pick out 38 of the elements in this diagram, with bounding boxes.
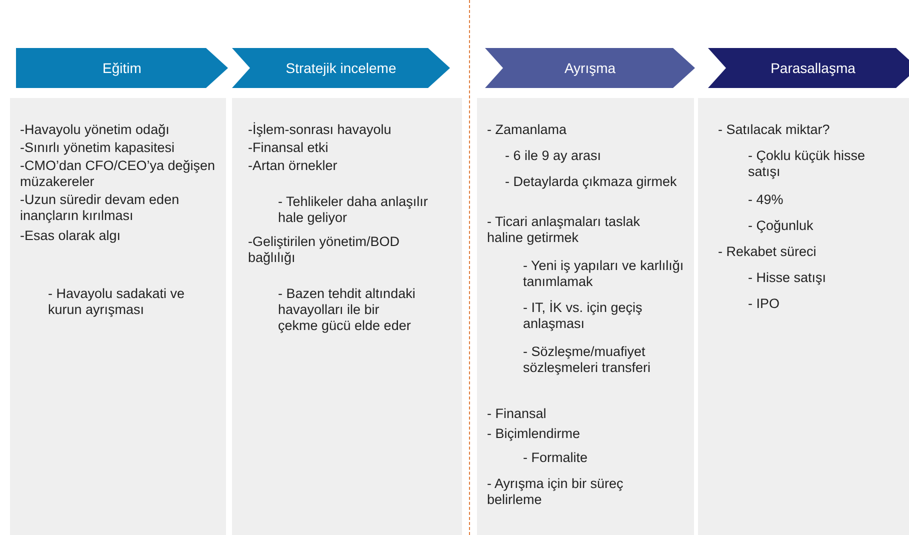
chevron-step — [485, 48, 695, 88]
bullet-text: -Finansal etki — [248, 140, 330, 156]
bullet-text: - Biçimlendirme — [487, 426, 582, 442]
bullet-text: -Geliştirilen yönetim/BOD bağlılığı — [248, 234, 401, 266]
bullet-text: - Rekabet süreci — [718, 244, 818, 260]
bullet-text: - Ticari anlaşmaları taslak haline getirmek — [487, 214, 642, 246]
step-title: Stratejik inceleme — [284, 59, 398, 78]
chevron-step — [16, 48, 228, 88]
bullet-text: - Ayrışma için bir süreç belirleme — [487, 476, 624, 508]
step-title: Eğitim — [102, 59, 142, 78]
bullet-text: -Havayolu yönetim odağı — [20, 122, 170, 138]
bullet-text: -CMO’dan CFO/CEO’ya değişen müzakereler — [20, 158, 216, 190]
bullet-text: -İşlem-sonrası havayolu — [248, 122, 392, 138]
bullet-text: - Satılacak miktar? — [718, 122, 831, 138]
bullet-text: -Sınırlı yönetim kapasitesi — [20, 140, 176, 156]
bullet-text: - Havayolu sadakati ve kurun ayrışması — [48, 286, 186, 318]
bullet-text: -Artan örnekler — [248, 158, 338, 174]
bullet-text: - Detaylarda çıkmaza girmek — [505, 174, 678, 190]
bullet-text: - Yeni iş yapıları ve karlılığı tanımlamak — [523, 258, 685, 290]
bullet-text: -Esas olarak algı — [20, 228, 122, 244]
chevron-step — [232, 48, 450, 88]
bullet-text: - 49% — [748, 192, 784, 208]
bullet-text: - Çoklu küçük hisse satışı — [748, 148, 866, 180]
step-title: Ayrışma — [563, 59, 617, 78]
bullet-text: - Hisse satışı — [748, 270, 828, 286]
bullet-text: - Çoğunluk — [748, 218, 814, 234]
bullet-text: - Formalite — [523, 450, 589, 466]
bullet-text: - IT, İK vs. için geçiş anlaşması — [523, 300, 644, 332]
bullet-text: - Finansal — [487, 406, 548, 422]
bullet-text: - Bazen tehdit altındaki havayolları ile bir çekme gücü elde eder — [278, 286, 416, 334]
bullet-text: -Uzun süredir devam eden inançların kırılması — [20, 192, 180, 224]
bullet-text: - Tehlikeler daha anlaşılır hale geliyor — [278, 194, 429, 226]
chevron-step — [708, 48, 909, 88]
bullet-text: - 6 ile 9 ay arası — [505, 148, 602, 164]
bullet-text: - Sözleşme/muafiyet sözleşmeleri transferi — [523, 344, 652, 376]
step-title: Parasallaşma — [770, 59, 856, 78]
bullet-text: - Zamanlama — [487, 122, 568, 138]
bullet-text: - IPO — [748, 296, 781, 312]
